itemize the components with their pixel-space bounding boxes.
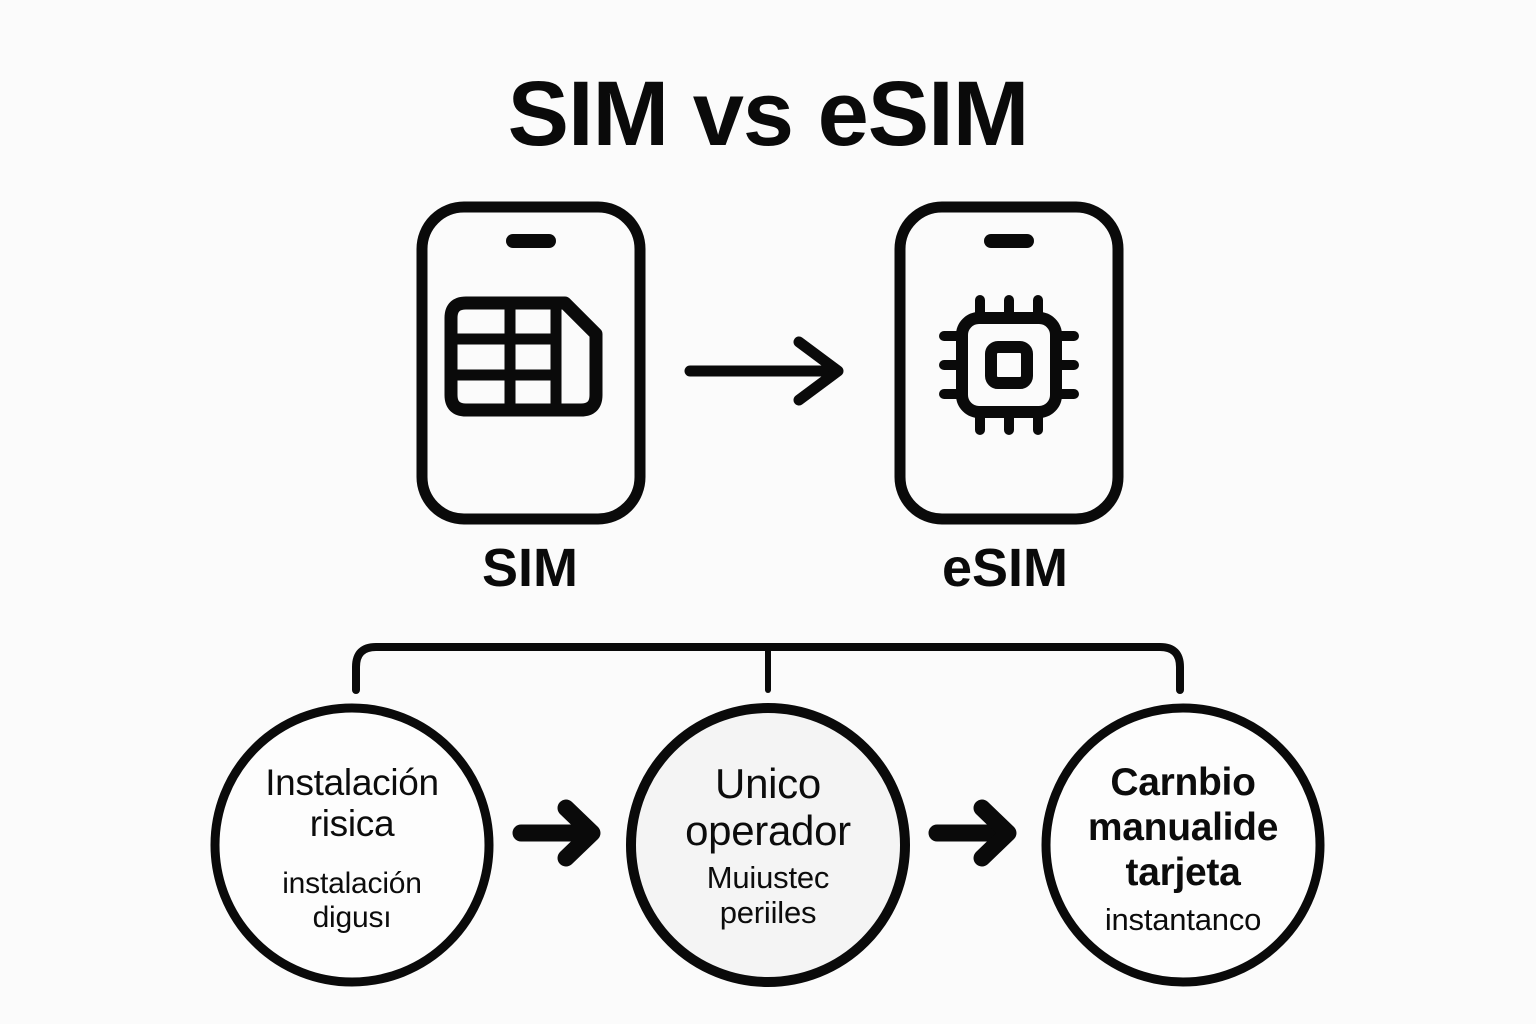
phone-speaker-notch <box>984 234 1034 248</box>
sim-card-icon <box>444 296 603 417</box>
phone-speaker-notch <box>506 234 556 248</box>
chip-icon <box>939 295 1079 435</box>
device-label-sim: SIM <box>481 538 578 598</box>
smartphone-sim-icon <box>416 201 646 525</box>
transition-arrow-right-icon <box>684 336 844 406</box>
flow-circle-1[interactable] <box>210 703 494 987</box>
flow-circle-3[interactable] <box>1041 703 1325 987</box>
flow-arrow-1-right-icon <box>512 799 601 867</box>
device-label-esim: eSIM <box>941 538 1069 598</box>
flow-circle-2[interactable] <box>626 703 910 987</box>
bracket-connector <box>352 643 1184 694</box>
flow-arrow-2-right-icon <box>928 799 1017 867</box>
page-title: SIM vs eSIM <box>507 63 1030 165</box>
smartphone-esim-icon <box>894 201 1124 525</box>
